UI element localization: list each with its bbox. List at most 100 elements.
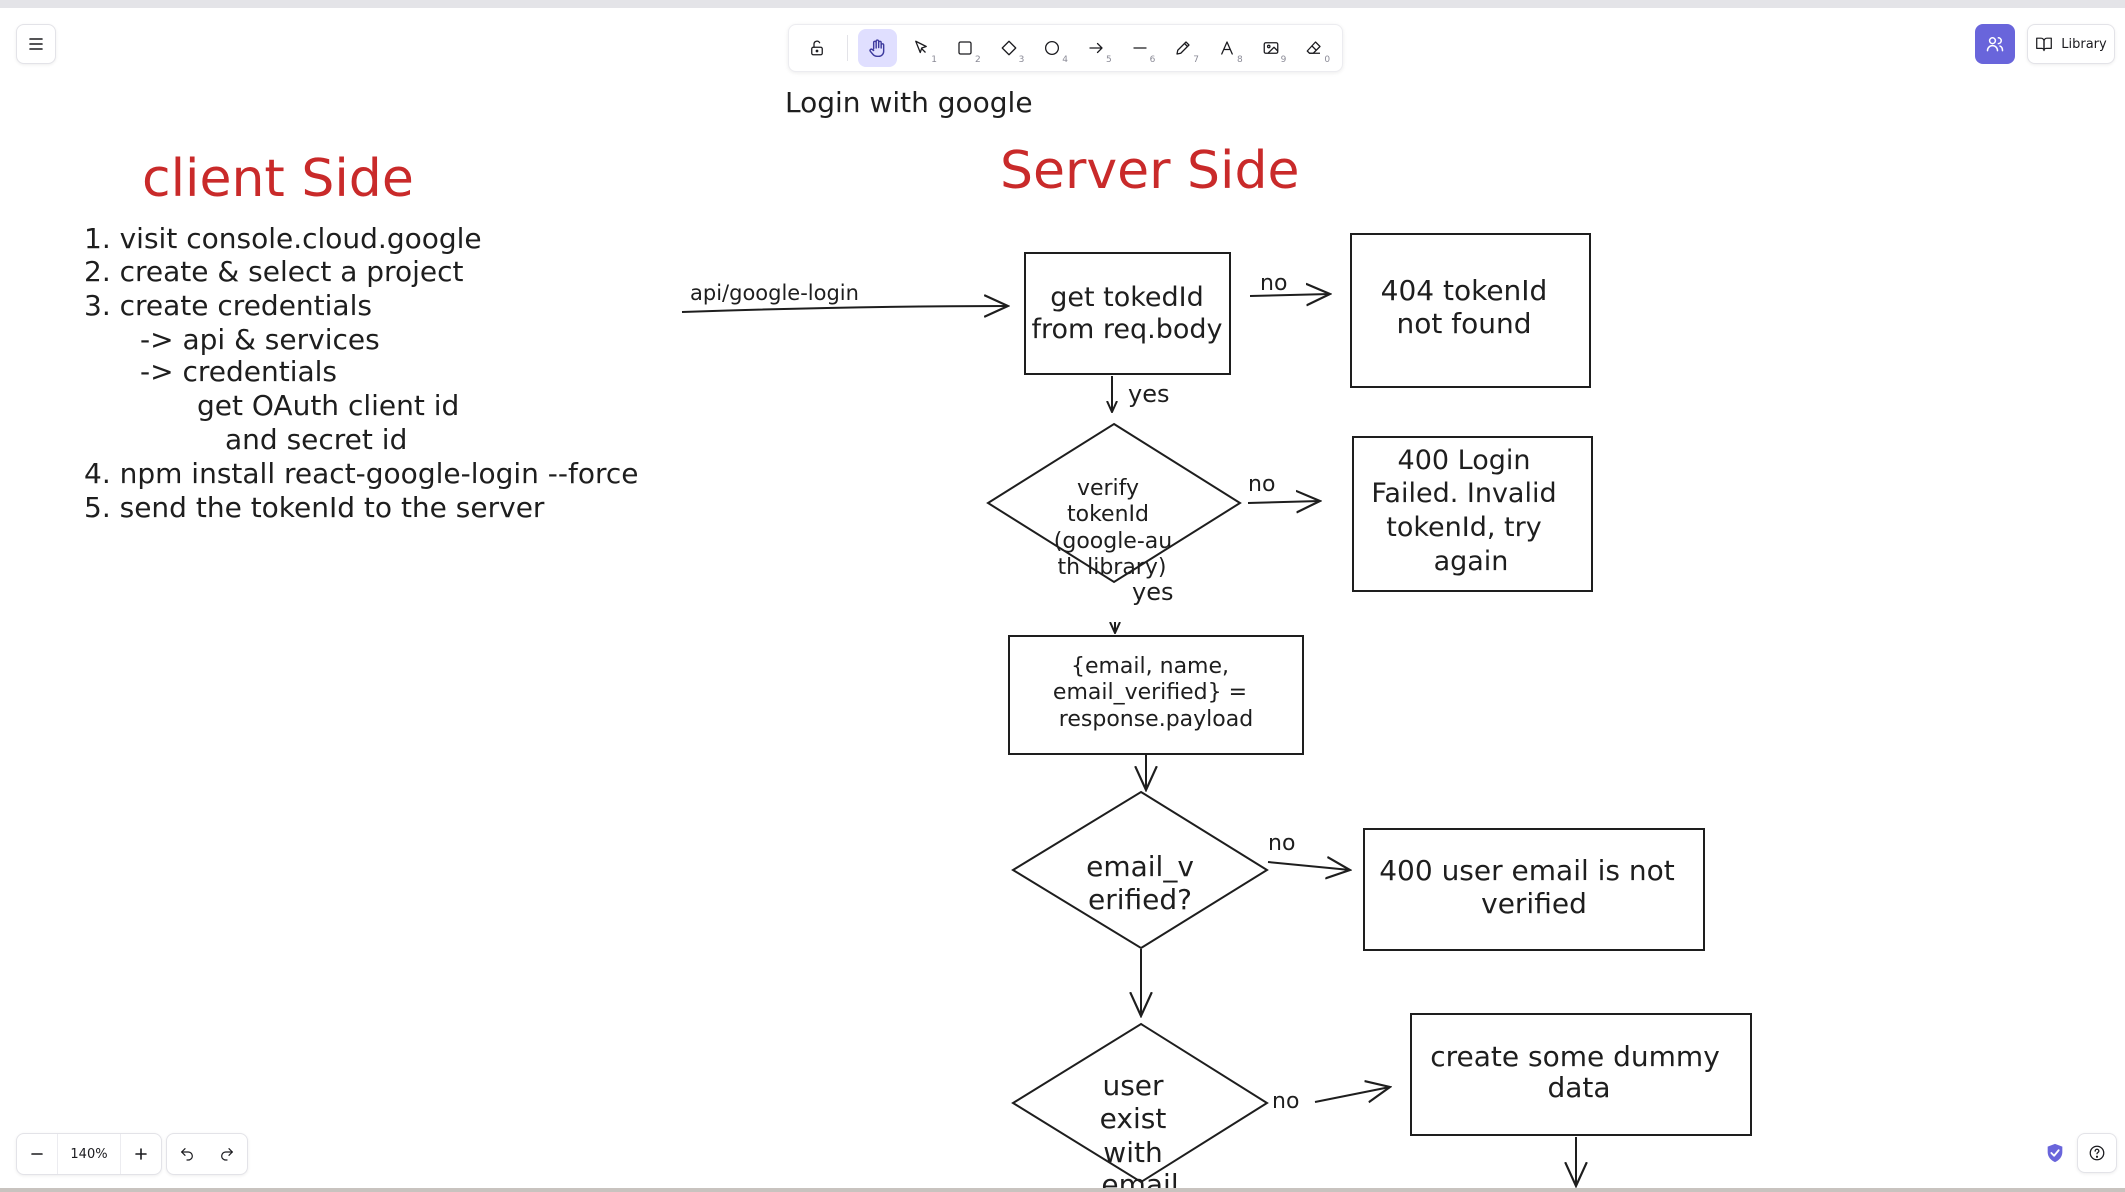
tool-line[interactable]: 6 (1120, 29, 1160, 67)
node-login-failed-line2: Failed. Invalid (1371, 478, 1556, 509)
node-email-verified-line1: email_v (1086, 850, 1194, 883)
node-verify[interactable]: verify tokenId (google-au th library) (986, 422, 1242, 584)
node-login-failed-line4: again (1434, 546, 1509, 577)
node-not-found[interactable]: 404 tokenId not found (1350, 233, 1591, 388)
edge-label-yes-1[interactable]: yes (1128, 380, 1169, 408)
main-menu-button[interactable] (16, 24, 56, 64)
node-user-exist-line3: with (1103, 1136, 1162, 1169)
diamond-icon (1001, 40, 1016, 56)
tool-draw[interactable]: 7 (1163, 29, 1203, 67)
browser-bottom-edge (0, 1188, 2125, 1192)
tool-selection[interactable]: 1 (901, 29, 941, 67)
tool-image[interactable]: 9 (1251, 29, 1291, 67)
node-login-failed-line1: 400 Login (1398, 445, 1531, 476)
hamburger-icon (29, 38, 43, 50)
client-step-3c: get OAuth client id (197, 389, 459, 422)
tool-text[interactable]: 8 (1207, 29, 1247, 67)
pointer-icon (915, 40, 928, 54)
tool-arrow[interactable]: 5 (1076, 29, 1116, 67)
plus-icon (135, 1148, 147, 1160)
undo-button[interactable] (167, 1134, 207, 1174)
node-payload-line3: response.payload (1059, 707, 1253, 732)
node-verify-line1: verify (1077, 476, 1139, 501)
client-step-1: 1. visit console.cloud.google (84, 222, 482, 255)
lock-open-icon (810, 40, 823, 56)
tool-diamond[interactable]: 3 (989, 29, 1029, 67)
tool-eraser[interactable]: 0 (1294, 29, 1334, 67)
tool-hand[interactable] (857, 29, 898, 67)
node-dummy-data-line1: create some dummy (1430, 1040, 1720, 1073)
zoom-reset-button[interactable]: 140% (57, 1134, 121, 1174)
tool-key-1: 1 (931, 55, 937, 65)
client-step-3b: -> credentials (140, 355, 337, 388)
client-steps[interactable]: 1. visit console.cloud.google 2. create … (84, 222, 639, 524)
zoom-out-button[interactable] (17, 1134, 57, 1174)
tool-ellipse[interactable]: 4 (1032, 29, 1072, 67)
help-button[interactable] (2077, 1133, 2117, 1173)
endpoint-label[interactable]: api/google-login (690, 281, 859, 305)
node-get-token-line2: from req.body (1031, 314, 1222, 345)
endpoint-arrow[interactable] (681, 306, 1008, 312)
hand-icon (869, 39, 885, 58)
edge-arrow-no-1[interactable] (1249, 294, 1330, 296)
tool-key-6: 6 (1149, 55, 1156, 65)
zoom-in-button[interactable] (121, 1134, 161, 1174)
canvas-title[interactable]: Login with google (785, 86, 1033, 119)
minus-icon (31, 1153, 43, 1155)
server-side-heading[interactable]: Server Side (1000, 141, 1300, 201)
text-a-icon (1220, 41, 1233, 55)
node-login-failed[interactable]: 400 Login Failed. Invalid tokenId, try a… (1352, 436, 1593, 592)
edge-arrow-no-3[interactable] (1267, 862, 1350, 870)
toolbar-divider (846, 35, 848, 61)
library-label: Library (2061, 36, 2107, 52)
redo-icon (221, 1148, 233, 1161)
tool-key-7: 7 (1193, 55, 1200, 65)
node-payload-line1: {email, name, (1071, 654, 1229, 679)
tool-key-0: 0 (1324, 55, 1331, 65)
edge-label-no-3[interactable]: no (1268, 831, 1295, 856)
library-button[interactable]: Library (2027, 24, 2115, 64)
node-login-failed-line3: tokenId, try (1386, 512, 1541, 543)
node-not-verified-line2: verified (1481, 887, 1587, 920)
tool-lock[interactable] (797, 29, 837, 67)
client-step-3: 3. create credentials (84, 289, 372, 322)
client-side-heading[interactable]: client Side (142, 149, 414, 209)
pencil-icon (1176, 41, 1190, 55)
redo-button[interactable] (207, 1134, 247, 1174)
node-user-exist-line2: exist (1100, 1102, 1167, 1135)
edge-label-no-1[interactable]: no (1260, 271, 1287, 296)
client-step-2: 2. create & select a project (84, 255, 463, 288)
node-payload[interactable]: {email, name, email_verified} = response… (1008, 635, 1304, 755)
edge-arrow-no-4[interactable] (1314, 1087, 1390, 1102)
node-user-exist[interactable]: user exist with email (1011, 1022, 1269, 1192)
node-payload-line2: email_verified} = (1053, 680, 1247, 705)
node-dummy-data[interactable]: create some dummy data (1410, 1013, 1752, 1136)
undo-icon (181, 1148, 193, 1161)
edge-arrow-no-2[interactable] (1247, 501, 1320, 503)
node-dummy-data-line2: data (1547, 1071, 1610, 1104)
node-not-verified-line1: 400 user email is not (1379, 854, 1675, 887)
circle-icon (1045, 40, 1060, 56)
edge-label-no-2[interactable]: no (1248, 472, 1275, 497)
tool-key-4: 4 (1062, 55, 1069, 65)
tool-key-5: 5 (1105, 55, 1112, 65)
tool-key-9: 9 (1280, 55, 1287, 65)
tool-key-8: 8 (1236, 55, 1243, 65)
tool-rectangle[interactable]: 2 (945, 29, 985, 67)
eraser-icon (1306, 41, 1321, 54)
node-not-verified[interactable]: 400 user email is not verified (1363, 828, 1705, 951)
arrow-right-icon (1089, 42, 1103, 54)
encryption-badge[interactable] (2044, 1142, 2066, 1168)
rectangle-icon (958, 41, 972, 55)
node-not-found-line2: not found (1396, 307, 1531, 340)
edge-label-yes-2[interactable]: yes (1132, 578, 1173, 606)
node-get-token-line1: get tokedId (1050, 282, 1204, 313)
collaborate-button[interactable] (1975, 24, 2015, 64)
history-controls (166, 1133, 248, 1175)
edge-label-no-4[interactable]: no (1272, 1089, 1299, 1114)
question-circle-icon (2089, 1145, 2105, 1161)
node-email-verified[interactable]: email_v erified? (1011, 790, 1269, 950)
node-get-token[interactable]: get tokedId from req.body (1024, 252, 1231, 375)
node-user-exist-line1: user (1102, 1069, 1164, 1102)
